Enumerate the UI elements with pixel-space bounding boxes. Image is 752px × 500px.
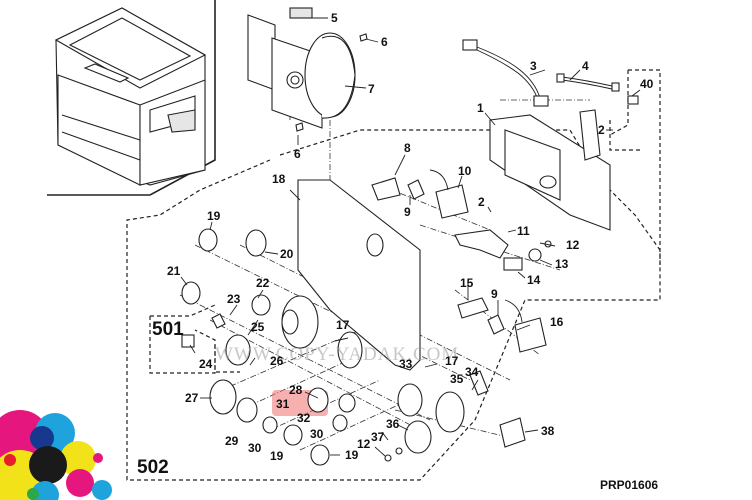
callout-30: 30 — [310, 427, 324, 441]
drawing-code: PRP01606 — [600, 478, 658, 492]
callout-25: 25 — [251, 320, 265, 334]
inset-frame — [47, 0, 216, 196]
solenoid-upper — [371, 169, 469, 219]
callout-19: 19 — [207, 209, 221, 223]
side-plate — [297, 179, 421, 371]
cmyk-logo — [0, 410, 112, 500]
callout-15: 15 — [460, 276, 474, 290]
callout-40: 40 — [640, 77, 654, 91]
callout-38: 38 — [541, 424, 555, 438]
callout-7: 7 — [368, 82, 375, 96]
watermark: WWW.COPY-YADAK.COM — [215, 344, 459, 365]
callout-5: 5 — [331, 11, 338, 25]
callout-26: 26 — [270, 354, 284, 368]
callout-9: 9 — [491, 287, 498, 301]
callout-4: 4 — [582, 59, 589, 73]
callout-13: 13 — [555, 257, 569, 271]
callout-12: 12 — [357, 437, 371, 451]
callout-10: 10 — [458, 164, 472, 178]
callout-27: 27 — [185, 391, 199, 405]
callout-9: 9 — [404, 205, 411, 219]
bracket-11 — [454, 229, 509, 259]
callout-19: 19 — [270, 449, 284, 463]
callout-12: 12 — [566, 238, 580, 252]
copier-illustration — [54, 7, 207, 186]
callout-22: 22 — [256, 276, 270, 290]
group-501-boundary — [149, 304, 216, 374]
group-label-501: 501 — [152, 319, 184, 340]
callout-34: 34 — [465, 365, 479, 379]
callout-36: 36 — [386, 417, 400, 431]
callout-14: 14 — [527, 273, 541, 287]
callout-19: 19 — [345, 448, 359, 462]
callout-33: 33 — [399, 357, 413, 371]
harness-parts — [462, 39, 639, 107]
callout-31: 31 — [276, 397, 290, 411]
callout-28: 28 — [289, 383, 303, 397]
solenoid-lower — [457, 297, 547, 353]
callout-2: 2 — [478, 195, 485, 209]
gears — [181, 228, 526, 466]
callout-29: 29 — [225, 434, 239, 448]
sub-boundary-40 — [609, 69, 661, 265]
callout-18: 18 — [272, 172, 286, 186]
callout-17: 17 — [445, 354, 459, 368]
group-label-502: 502 — [137, 457, 169, 478]
callout-24: 24 — [199, 357, 213, 371]
leader-lines — [180, 17, 641, 457]
callout-2: 2 — [598, 123, 605, 137]
callout-20: 20 — [280, 247, 294, 261]
callout-8: 8 — [404, 141, 411, 155]
callout-37: 37 — [371, 430, 385, 444]
callout-3: 3 — [530, 59, 537, 73]
callout-30: 30 — [248, 441, 262, 455]
callout-17: 17 — [336, 318, 350, 332]
callout-6: 6 — [381, 35, 388, 49]
callout-16: 16 — [550, 315, 564, 329]
callout-6: 6 — [294, 147, 301, 161]
group-502-boundary — [214, 345, 240, 373]
motor-assembly — [247, 7, 368, 132]
callout-35: 35 — [450, 372, 464, 386]
callout-32: 32 — [297, 411, 311, 425]
callout-11: 11 — [517, 224, 530, 238]
roller-14-13-12 — [503, 240, 552, 271]
callout-21: 21 — [167, 264, 181, 278]
callout-1: 1 — [477, 101, 484, 115]
frame-bracket — [489, 109, 611, 231]
callout-23: 23 — [227, 292, 241, 306]
callout-labels: 5 6 7 6 3 4 40 1 2 8 10 18 9 2 11 12 13 … — [167, 11, 654, 463]
